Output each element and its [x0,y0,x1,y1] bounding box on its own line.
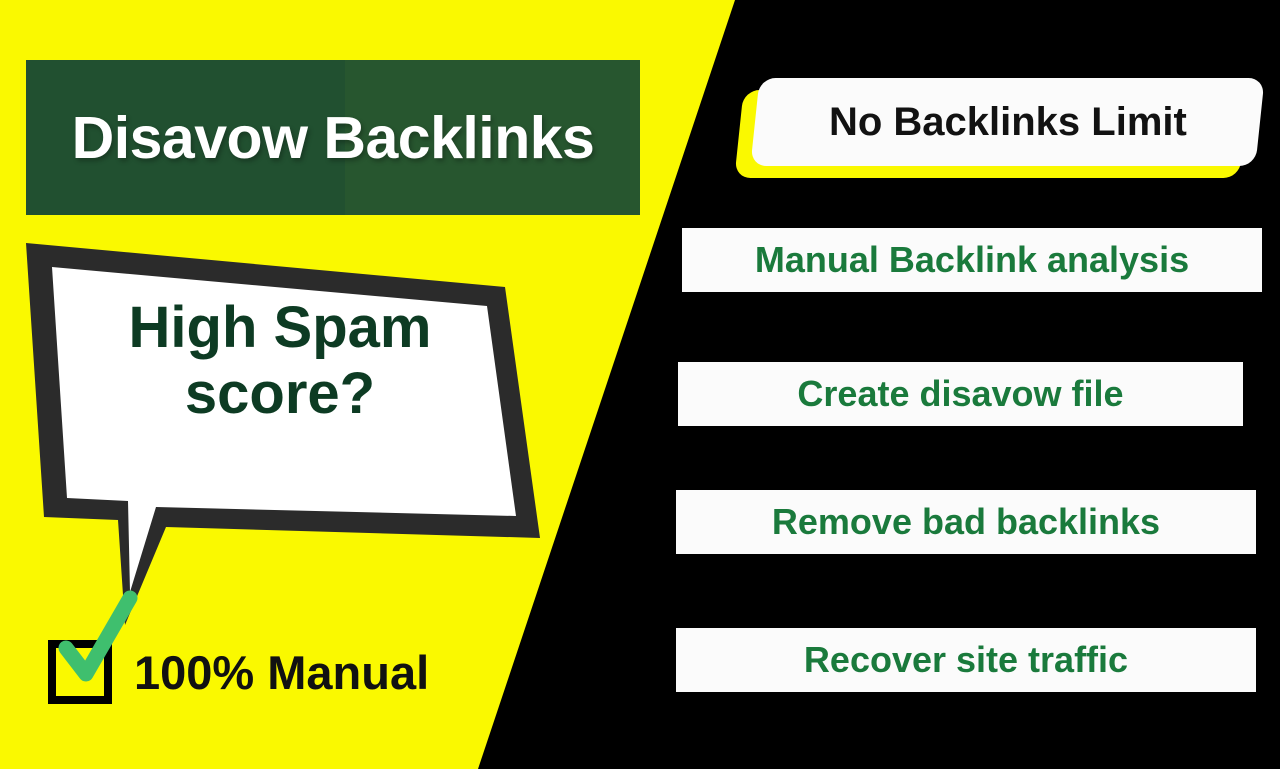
speech-bubble-shape [26,243,540,625]
feature-item[interactable]: Manual Backlink analysis [682,228,1262,292]
highlight-feature[interactable]: No Backlinks Limit [734,78,1265,178]
speech-bubble: High Spam score? [0,220,600,650]
page-title: Disavow Backlinks [71,104,595,171]
highlight-feature-label: No Backlinks Limit [828,99,1187,144]
manual-label: 100% Manual [134,645,430,699]
manual-guarantee-row: 100% Manual [48,590,430,704]
feature-item[interactable]: Recover site traffic [676,628,1256,692]
highlight-feature-card[interactable]: No Backlinks Limit [750,78,1265,166]
feature-item-label: Create disavow file [797,373,1124,414]
right-feature-panel: No Backlinks Limit Manual Backlink analy… [640,0,1280,769]
feature-item-label: Remove bad backlinks [771,501,1161,542]
speech-bubble-fill [52,267,516,592]
feature-item[interactable]: Create disavow file [678,362,1243,426]
feature-item-label: Recover site traffic [803,639,1129,680]
page-title-box: Disavow Backlinks [26,60,640,215]
checkbox-icon[interactable] [48,590,138,704]
feature-item-label: Manual Backlink analysis [754,239,1190,280]
feature-item[interactable]: Remove bad backlinks [676,490,1256,554]
